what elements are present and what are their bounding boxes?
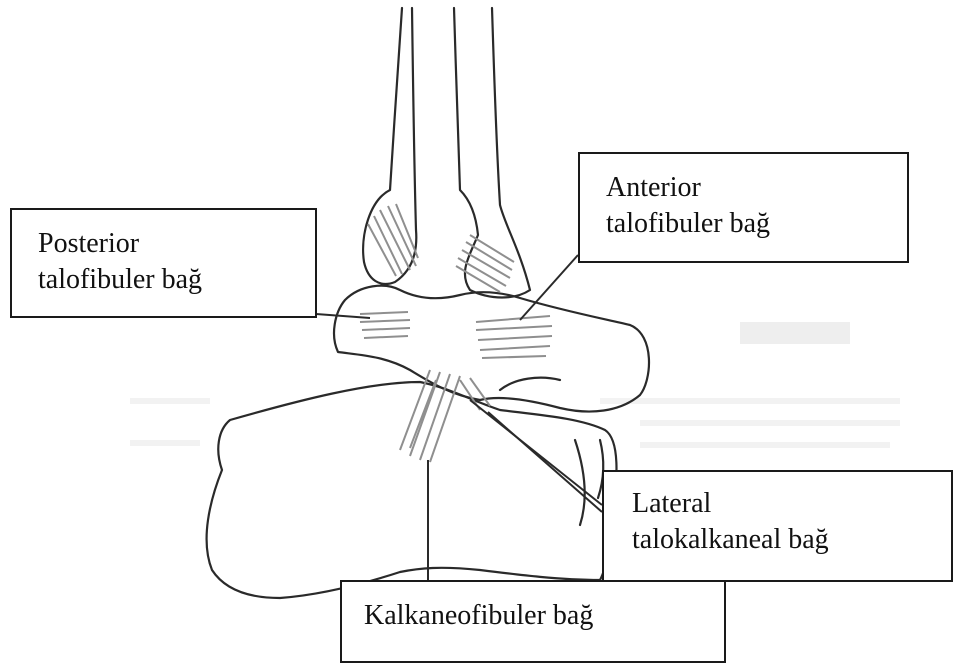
label-anterior-talofibular: Anterior talofibuler bağ [578,152,909,263]
label-lateral-line1: Lateral [632,486,951,522]
label-posterior-line1: Posterior [38,226,315,262]
label-kalkaneo-line1: Kalkaneofibuler bağ [364,598,724,634]
label-posterior-line2: talofibuler bağ [38,262,315,298]
label-lateral-talocalcaneal: Lateral talokalkaneal bağ [602,470,953,582]
label-calcaneofibular: Kalkaneofibuler bağ [340,580,726,663]
label-anterior-line1: Anterior [606,170,907,206]
label-posterior-talofibular: Posterior talofibuler bağ [10,208,317,318]
label-anterior-line2: talofibuler bağ [606,206,907,242]
label-lateral-line2: talokalkaneal bağ [632,522,951,558]
